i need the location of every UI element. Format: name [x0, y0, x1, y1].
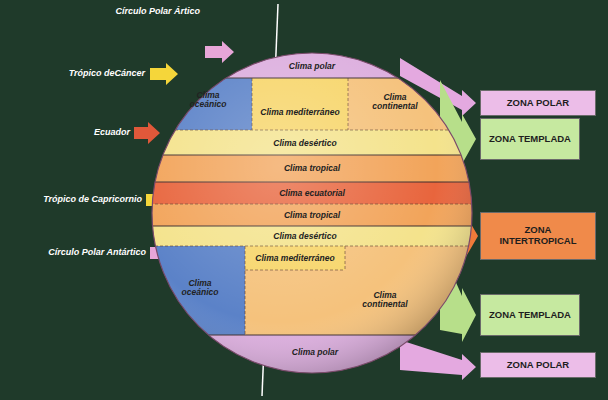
climate-label: Clima oceánico — [178, 279, 222, 297]
climate-label: Clima continental — [369, 93, 421, 111]
climate-label: Clima desértico — [273, 139, 336, 148]
climate-label: Clima desértico — [273, 232, 336, 241]
zone-name: ZONA TEMPLADA — [489, 310, 571, 321]
climate-label: Clima continental — [359, 291, 411, 309]
latitude-label: Trópico deCáncer — [69, 69, 145, 78]
latitude-label: Círculo Polar Antártico — [48, 248, 146, 257]
zone-name: ZONA TEMPLADA — [489, 134, 571, 145]
zone-box: ZONA INTERTROPICAL — [480, 212, 596, 260]
zone-box: ZONA TEMPLADA — [480, 294, 580, 336]
globe-outline — [152, 53, 472, 373]
climate-label: Clima mediterráneo — [260, 108, 339, 117]
zone-name: ZONA POLAR — [507, 360, 569, 371]
climate-label: Clima tropical — [284, 164, 340, 173]
zone-box: ZONA POLAR — [480, 352, 596, 378]
climate-label: Clima ecuatorial — [279, 189, 345, 198]
zone-name: ZONA POLAR — [507, 98, 569, 109]
climate-label: Clima polar — [292, 348, 338, 357]
zone-box: ZONA POLAR — [480, 90, 596, 116]
climate-bands — [140, 40, 490, 380]
climate-label: Clima oceánico — [186, 91, 230, 109]
latitude-label: Círculo Polar Ártico — [115, 7, 200, 16]
zone-box: ZONA TEMPLADA — [480, 118, 580, 160]
latitude-label: Trópico de Capricornio — [43, 195, 142, 204]
latitude-label: Ecuador — [94, 128, 130, 137]
zone-name: ZONA INTERTROPICAL — [485, 225, 591, 247]
climate-label: Clima mediterráneo — [255, 254, 334, 263]
climate-label: Clima tropical — [284, 211, 340, 220]
climate-label: Clima polar — [289, 62, 335, 71]
